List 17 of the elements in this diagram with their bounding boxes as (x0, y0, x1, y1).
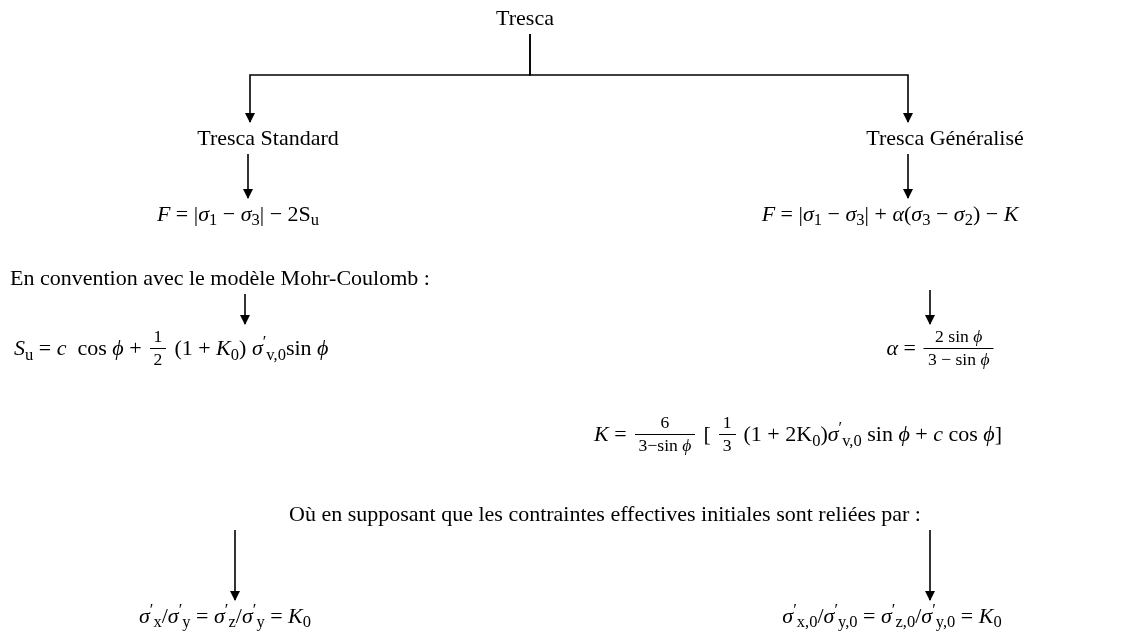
arrow (230, 529, 240, 601)
arrow (925, 289, 935, 325)
text-label: Tresca (496, 4, 554, 32)
formula: σ$^{′}$$_{x,0}$/σ$^{′}$$_{y,0}$ = σ$^{′}$$_{z,0}$/σ$^{′}$$_{y,0}$ = K$_{0}$ (782, 602, 1002, 630)
formula: α = 2 sin ϕ 3 − sin ϕ (882, 326, 998, 371)
arrow (903, 153, 913, 199)
arrow (529, 33, 913, 123)
text-label: Tresca Généralisé (866, 124, 1024, 152)
arrow (925, 529, 935, 601)
formula: σ$^{′}$$_{x}$/σ$^{′}$$_{y}$ = σ$^{′}$$_{z}$/σ$^{′}$$_{y}$ = K$_{0}$ (139, 602, 311, 630)
text-label: Où en supposant que les contraintes effectives initiales sont reliées par : (289, 500, 921, 528)
formula: F = |σ$_{1}$ − σ$_{3}$| − 2S$_{u}$ (156, 200, 320, 228)
arrow (240, 293, 250, 325)
arrow (243, 153, 253, 199)
text-label: Tresca Standard (197, 124, 339, 152)
formula: F = |σ$_{1}$ − σ$_{3}$| + α(σ$_{3}$ − σ$_{2}$) − K (761, 200, 1019, 228)
text-label: En convention avec le modèle Mohr-Coulomb : (10, 264, 430, 292)
